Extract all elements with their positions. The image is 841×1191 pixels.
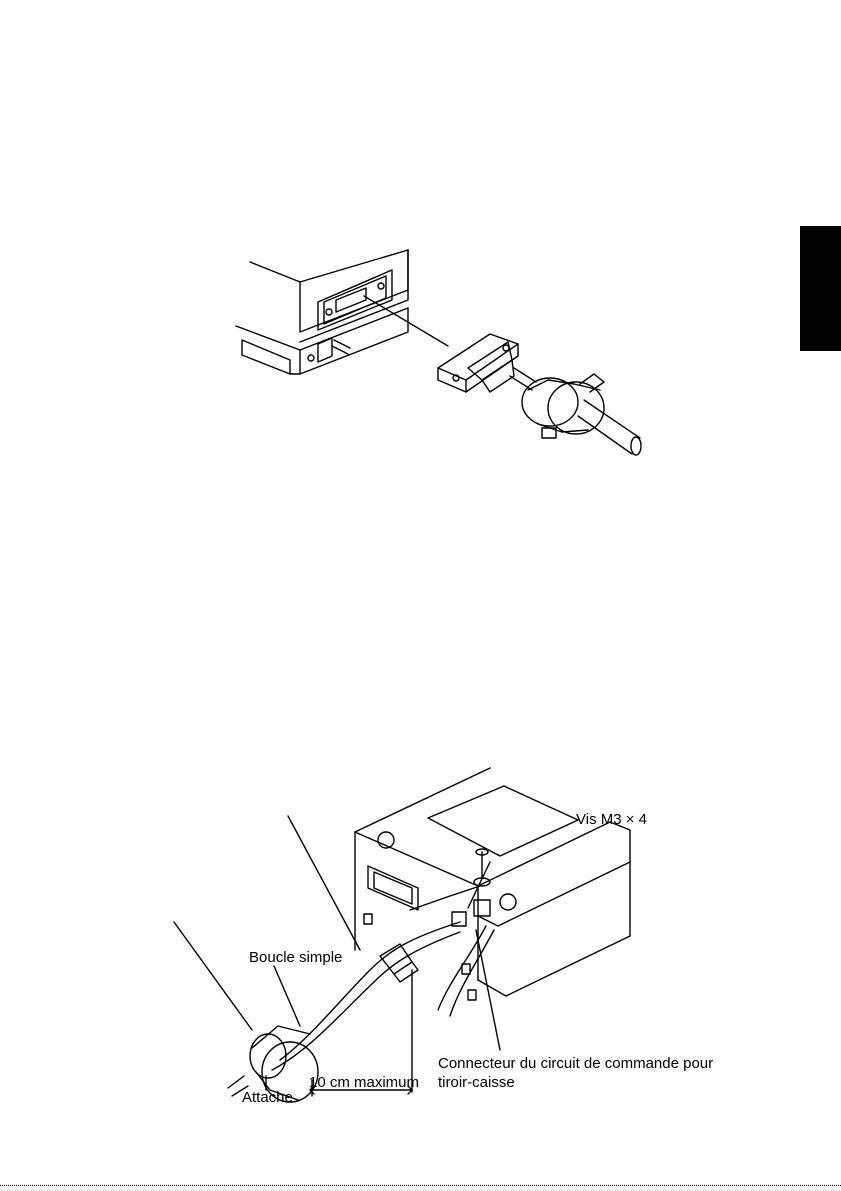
drawer-connector-label-line1: Connecteur du circuit de commande pour	[438, 1054, 713, 1073]
distance-label: 10 cm maximum	[309, 1074, 419, 1091]
tie-label: Attache	[242, 1089, 293, 1106]
screw-label: Vis M3 × 4	[576, 811, 647, 828]
interface-cable-illustration	[232, 240, 662, 465]
page-bottom-rule	[0, 1185, 841, 1186]
drawer-connector-label-line2: tiroir-caisse	[438, 1073, 713, 1092]
drawer-connector-label: Connecteur du circuit de commande pour t…	[438, 1054, 713, 1092]
loop-label: Boucle simple	[249, 949, 342, 966]
section-tab-marker	[800, 226, 841, 351]
